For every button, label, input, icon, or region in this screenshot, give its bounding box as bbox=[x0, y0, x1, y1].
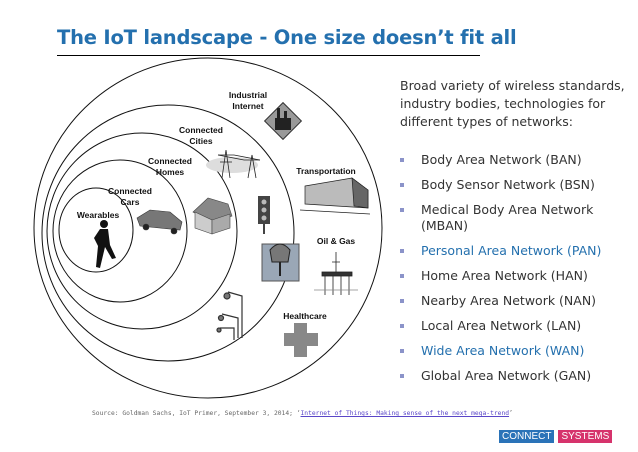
bullet-icon bbox=[400, 208, 404, 212]
intro-text: Broad variety of wireless standards, ind… bbox=[400, 78, 625, 129]
parking-meter-icon bbox=[261, 243, 300, 282]
label-line: Connected bbox=[148, 156, 192, 166]
list-item-label: Wide Area Network (WAN) bbox=[421, 343, 585, 358]
list-item-label: Global Area Network (GAN) bbox=[421, 368, 592, 383]
oil-rig-icon bbox=[314, 252, 358, 295]
list-item-label: Local Area Network (LAN) bbox=[421, 318, 582, 333]
network-list: Body Area Network (BAN) Body Sensor Netw… bbox=[400, 152, 630, 393]
label-line: Homes bbox=[155, 167, 185, 177]
list-item: Body Area Network (BAN) bbox=[400, 152, 630, 168]
list-item-label: Body Sensor Network (BSN) bbox=[421, 177, 595, 192]
logo-left: CONNECT bbox=[499, 430, 555, 443]
bullet-icon bbox=[400, 183, 404, 187]
train-icon bbox=[299, 177, 371, 215]
list-item-label: Home Area Network (HAN) bbox=[421, 268, 588, 283]
list-item: Home Area Network (HAN) bbox=[400, 268, 630, 284]
label-line: Cars bbox=[120, 197, 140, 207]
runner-icon bbox=[94, 220, 116, 268]
label-line: Industrial bbox=[228, 90, 268, 100]
label-connected-cars: Connected Cars bbox=[108, 186, 152, 208]
bullet-icon bbox=[400, 158, 404, 162]
source-link[interactable]: Internet of Things: Making sense of the … bbox=[300, 410, 510, 417]
label-oil-gas: Oil & Gas bbox=[316, 236, 356, 246]
ring-connected-homes bbox=[46, 132, 238, 330]
list-item-label: Body Area Network (BAN) bbox=[421, 152, 582, 167]
list-item: Global Area Network (GAN) bbox=[400, 368, 630, 384]
ring-connected-cities bbox=[41, 104, 295, 362]
label-industrial-internet: Industrial Internet bbox=[229, 90, 267, 112]
traffic-light-icon bbox=[258, 196, 270, 234]
bullet-icon bbox=[400, 299, 404, 303]
source-prefix: Source: Goldman Sachs, IoT Primer, Septe… bbox=[92, 410, 301, 417]
car-icon bbox=[136, 209, 183, 235]
bullet-icon bbox=[400, 374, 404, 378]
source-citation: Source: Goldman Sachs, IoT Primer, Septe… bbox=[92, 410, 513, 417]
medical-cross-icon bbox=[284, 323, 318, 357]
list-item-label: Personal Area Network (PAN) bbox=[421, 243, 602, 258]
bullet-icon bbox=[400, 324, 404, 328]
list-item-label: Medical Body Area Network (MBAN) bbox=[421, 202, 594, 233]
street-lamp-icon bbox=[216, 291, 243, 340]
label-connected-homes: Connected Homes bbox=[148, 156, 192, 178]
label-healthcare: Healthcare bbox=[283, 311, 327, 321]
list-item: Body Sensor Network (BSN) bbox=[400, 177, 630, 193]
ring-industrial-internet bbox=[33, 57, 383, 399]
label-line: Internet bbox=[232, 101, 264, 111]
label-wearables: Wearables bbox=[76, 210, 120, 220]
title-divider bbox=[57, 55, 480, 56]
logo-right: SYSTEMS bbox=[558, 430, 613, 443]
list-item: Wide Area Network (WAN) bbox=[400, 343, 630, 359]
bullet-icon bbox=[400, 274, 404, 278]
list-item: Personal Area Network (PAN) bbox=[400, 243, 630, 259]
connect-systems-logo: CONNECT SYSTEMS bbox=[499, 430, 613, 443]
ring-wearables bbox=[58, 187, 134, 273]
label-line: Connected bbox=[108, 186, 152, 196]
ring-connected-cars bbox=[52, 159, 188, 303]
house-icon bbox=[192, 197, 233, 235]
list-item: Medical Body Area Network (MBAN) bbox=[400, 202, 630, 234]
power-lines-icon bbox=[206, 149, 261, 179]
bullet-icon bbox=[400, 349, 404, 353]
label-line: Cities bbox=[189, 136, 213, 146]
list-item: Local Area Network (LAN) bbox=[400, 318, 630, 334]
label-connected-cities: Connected Cities bbox=[179, 125, 223, 147]
bullet-icon bbox=[400, 249, 404, 253]
list-item: Nearby Area Network (NAN) bbox=[400, 293, 630, 309]
source-suffix: ’ bbox=[509, 410, 513, 417]
factory-icon bbox=[263, 101, 303, 141]
list-item-label: Nearby Area Network (NAN) bbox=[421, 293, 597, 308]
slide-title: The IoT landscape - One size doesn’t fit… bbox=[57, 26, 517, 49]
label-line: Connected bbox=[179, 125, 223, 135]
label-transportation: Transportation bbox=[296, 166, 356, 176]
